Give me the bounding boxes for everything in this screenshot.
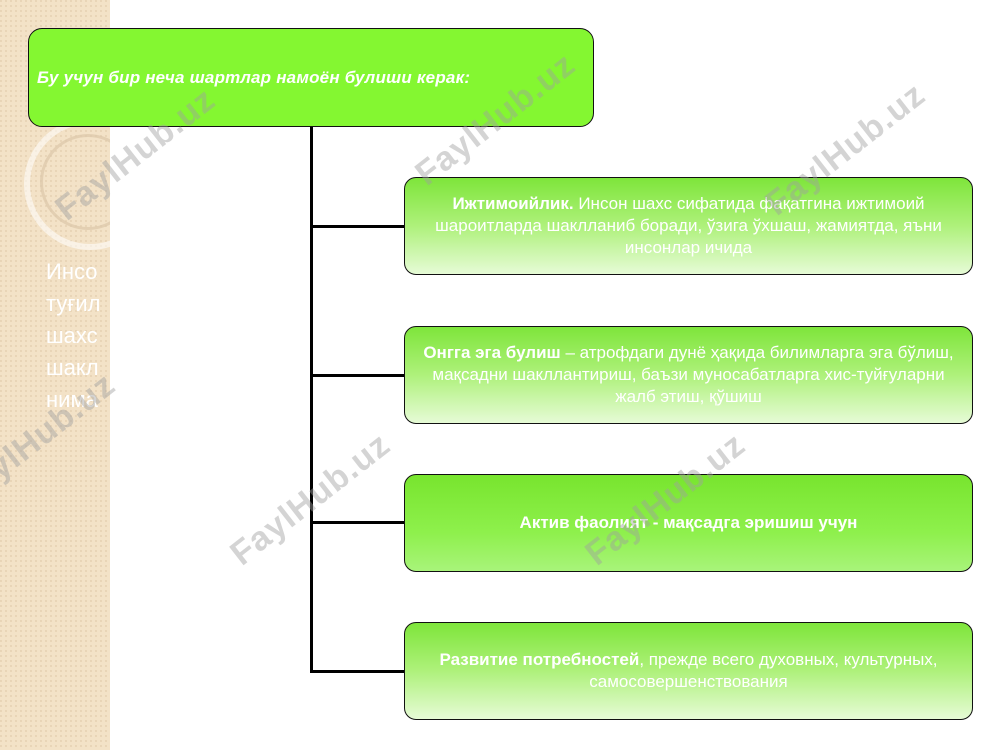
side-text-line: шакл bbox=[46, 355, 99, 380]
connector-branch-4 bbox=[310, 670, 405, 673]
condition-box-3: Актив фаолият - мақсадга эришиш учун bbox=[404, 474, 973, 572]
connector-branch-3 bbox=[310, 521, 405, 524]
condition-term-4: Развитие потребностей bbox=[439, 650, 640, 669]
condition-desc-1: Инсон шахс сифатида фақатгина ижтимоий ш… bbox=[435, 194, 942, 257]
condition-term-1: Ижтимоийлик. bbox=[452, 194, 574, 213]
condition-text-4: Развитие потребностей, прежде всего духо… bbox=[419, 649, 958, 693]
condition-text-1: Ижтимоийлик. Инсон шахс сифатида фақатги… bbox=[419, 193, 958, 259]
condition-term-3: Актив фаолият - мақсадга эришиш учун bbox=[519, 513, 858, 532]
side-text-line: Инсо bbox=[46, 259, 98, 284]
condition-text-3: Актив фаолият - мақсадга эришиш учун bbox=[520, 512, 858, 534]
condition-box-4: Развитие потребностей, прежде всего духо… bbox=[404, 622, 973, 720]
condition-desc-4: , прежде всего духовных, культурных, сам… bbox=[589, 650, 938, 691]
condition-box-1: Ижтимоийлик. Инсон шахс сифатида фақатги… bbox=[404, 177, 973, 275]
title-box: Бу учун бир неча шартлар намоён булиши к… bbox=[28, 28, 594, 127]
condition-term-2: Онгга эга булиш bbox=[423, 343, 561, 362]
connector-trunk bbox=[310, 127, 313, 673]
title-text: Бу учун бир неча шартлар намоён булиши к… bbox=[37, 67, 471, 87]
condition-text-2: Онгга эга булиш – атрофдаги дунё ҳақида … bbox=[419, 342, 958, 408]
side-text: Инсо туғил шахс шакл нима bbox=[46, 256, 110, 416]
condition-box-2: Онгга эга булиш – атрофдаги дунё ҳақида … bbox=[404, 326, 973, 424]
connector-branch-1 bbox=[310, 225, 405, 228]
condition-desc-2: – атрофдаги дунё ҳақида билимларга эга б… bbox=[432, 343, 954, 406]
side-text-line: нима bbox=[46, 387, 98, 412]
side-text-line: туғил bbox=[46, 291, 101, 316]
connector-branch-2 bbox=[310, 374, 405, 377]
side-text-line: шахс bbox=[46, 323, 98, 348]
